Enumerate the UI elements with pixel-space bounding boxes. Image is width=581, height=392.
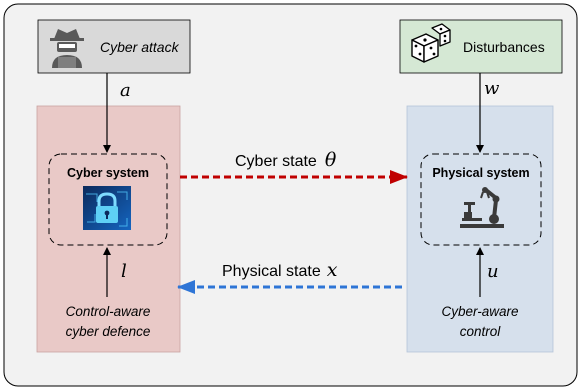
dice-icon <box>411 23 451 63</box>
cyber-defence-caption-1: Control-aware <box>66 304 151 319</box>
cyber-system-box: Cyber system <box>48 153 168 246</box>
physical-system-box: Physical system <box>420 153 542 246</box>
disturbance-input-symbol: w <box>484 78 500 99</box>
cyber-system-title: Cyber system <box>67 166 149 180</box>
cyber-aware-control-caption-2: control <box>460 324 502 339</box>
disturbances-box: Disturbances <box>399 19 563 74</box>
disturbances-label: Disturbances <box>463 39 545 55</box>
robot-arm-icon <box>460 187 504 228</box>
cyber-attack-box: Cyber attack <box>37 19 191 74</box>
hacker-icon <box>50 29 84 68</box>
defence-input-symbol: l <box>121 261 127 282</box>
physical-system-title: Physical system <box>432 166 529 180</box>
cyber-attack-label: Cyber attack <box>100 39 180 55</box>
cyber-defence-caption-2: cyber defence <box>66 324 151 339</box>
cyber-aware-control-caption-1: Cyber-aware <box>441 304 518 319</box>
control-input-symbol: u <box>487 261 499 282</box>
lock-icon <box>83 186 131 230</box>
attack-input-symbol: a <box>120 80 131 101</box>
